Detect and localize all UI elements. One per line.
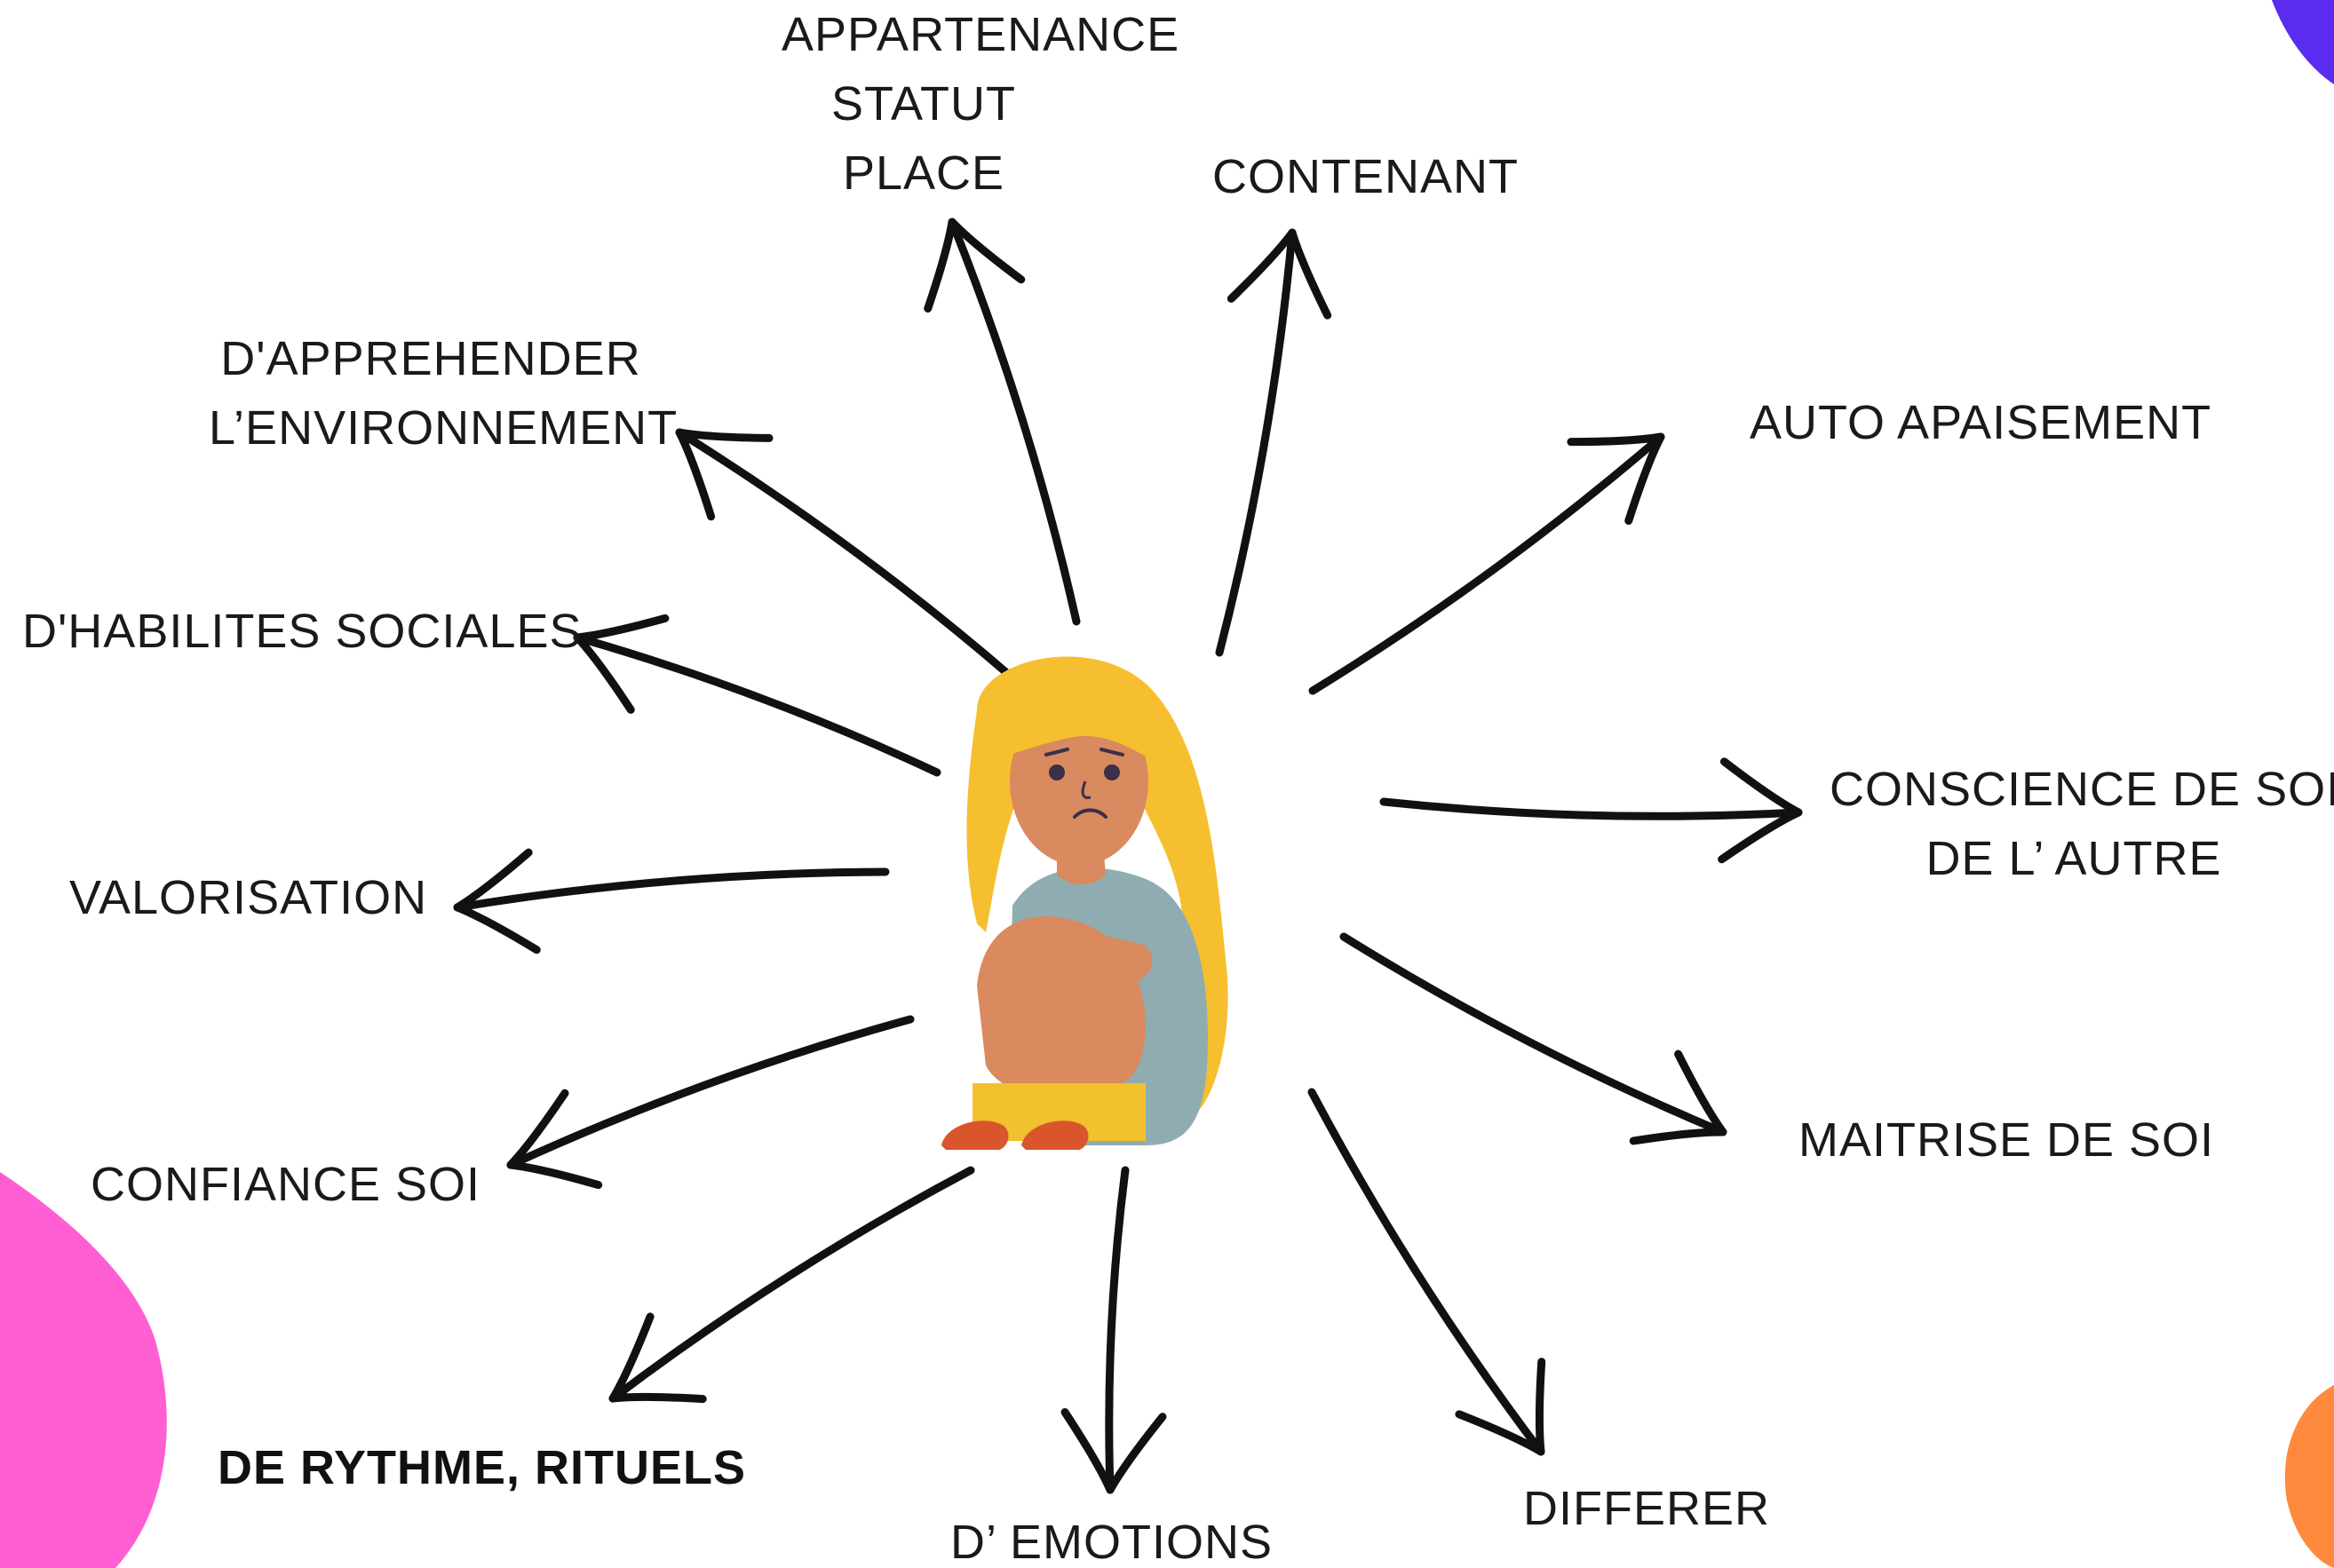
- arrow-valorisation-shaft: [453, 867, 890, 912]
- arrow-contenant-shaft: [1215, 228, 1297, 657]
- arrow-appartenance: [924, 218, 1081, 626]
- arrow-emotions: [1060, 1166, 1167, 1494]
- label-confiance: CONFIANCE SOI: [91, 1158, 481, 1211]
- arms-shape: [996, 931, 1153, 981]
- mouth-shape: [1073, 808, 1107, 819]
- arrow-contenant-head: [1227, 228, 1332, 320]
- right-eye-shape: [1104, 764, 1120, 780]
- arrow-confiance-shaft: [506, 1015, 915, 1169]
- arrow-emotions-shaft: [1105, 1166, 1130, 1494]
- sad-girl-icon: [941, 656, 1228, 1150]
- label-appartenance: APPARTENANCE STATUT PLACE: [782, 0, 1180, 208]
- arrow-auto-apaisement-shaft: [1308, 432, 1665, 695]
- arrow-emotions-head: [1060, 1408, 1167, 1494]
- label-valorisation: VALORISATION: [69, 871, 428, 924]
- arrow-habilites: [573, 614, 941, 777]
- arrow-apprehender-shaft: [675, 428, 1026, 690]
- label-apprehender-line2: L’ENVIRONNEMENT: [209, 401, 679, 455]
- label-conscience-line1: CONSCIENCE DE SOI: [1830, 763, 2334, 816]
- arrow-apprehender: [675, 428, 1026, 690]
- arrow-differer: [1307, 1088, 1546, 1456]
- label-rythme: DE RYTHME, RITUELS: [218, 1441, 747, 1494]
- arrow-confiance: [506, 1015, 915, 1190]
- label-conscience-line2: DE L’ AUTRE: [1925, 832, 2222, 885]
- hair-front-shape: [1008, 685, 1156, 759]
- arrow-contenant: [1215, 228, 1332, 657]
- arrow-differer-shaft: [1307, 1088, 1545, 1456]
- arrow-differer-head: [1455, 1358, 1546, 1456]
- arrow-apprehender-head: [675, 428, 774, 521]
- label-contenant: CONTENANT: [1212, 150, 1519, 203]
- label-apprehender: D'APPREHENDER L’ENVIRONNEMENT: [209, 324, 679, 463]
- arrow-valorisation-head: [453, 848, 541, 954]
- arrow-rythme-head: [608, 1312, 707, 1404]
- right-shoe-shape: [1021, 1121, 1089, 1150]
- arrow-valorisation: [453, 848, 890, 954]
- label-apprehender-line1: D'APPREHENDER: [220, 332, 641, 385]
- label-differer: DIFFERER: [1523, 1482, 1770, 1535]
- nose-shape: [1081, 780, 1092, 799]
- label-emotions: D’ EMOTIONS: [950, 1516, 1274, 1568]
- arrow-conscience: [1379, 757, 1803, 864]
- purple-blob-shape: [2272, 0, 2334, 84]
- lower-arm-shape: [995, 972, 1121, 1057]
- left-brow-shape: [1044, 748, 1069, 756]
- arrow-appartenance-head: [924, 218, 1026, 313]
- orange-blob-shape: [2284, 1385, 2334, 1568]
- left-eye-shape: [1049, 764, 1065, 780]
- arrow-maitrise-head: [1629, 1049, 1727, 1145]
- right-brow-shape: [1100, 748, 1124, 756]
- pink-blob-decoration: [0, 1172, 167, 1568]
- arrow-habilites-shaft: [573, 633, 941, 777]
- arrow-maitrise: [1339, 932, 1727, 1145]
- shorts-shape: [972, 1083, 1146, 1141]
- arrow-conscience-head: [1718, 757, 1803, 864]
- label-maitrise: MAITRISE DE SOI: [1798, 1113, 2215, 1167]
- arrow-maitrise-shaft: [1339, 932, 1727, 1136]
- label-habilites: D'HABILITES SOCIALES: [22, 605, 583, 658]
- left-shoe-shape: [941, 1121, 1009, 1150]
- arrow-rythme-shaft: [608, 1166, 975, 1403]
- arrow-habilites-head: [573, 614, 670, 714]
- arrow-auto-apaisement: [1308, 432, 1665, 695]
- pink-blob-shape: [0, 1172, 167, 1568]
- arrow-auto-apaisement-head: [1567, 432, 1665, 526]
- arrow-appartenance-shaft: [948, 218, 1081, 626]
- purple-blob-decoration: [2272, 0, 2334, 84]
- label-appartenance-line3: PLACE: [842, 147, 1005, 200]
- arrow-confiance-head: [506, 1089, 603, 1190]
- orange-blob-decoration: [2284, 1385, 2334, 1568]
- arrow-rythme: [608, 1166, 975, 1404]
- label-conscience: CONSCIENCE DE SOI DE L’ AUTRE: [1830, 755, 2334, 893]
- label-appartenance-line1: APPARTENANCE: [782, 8, 1180, 61]
- label-auto-apaisement: AUTO APAISEMENT: [1750, 396, 2212, 449]
- arrow-conscience-shaft: [1379, 797, 1803, 820]
- label-appartenance-line2: STATUT: [831, 77, 1016, 131]
